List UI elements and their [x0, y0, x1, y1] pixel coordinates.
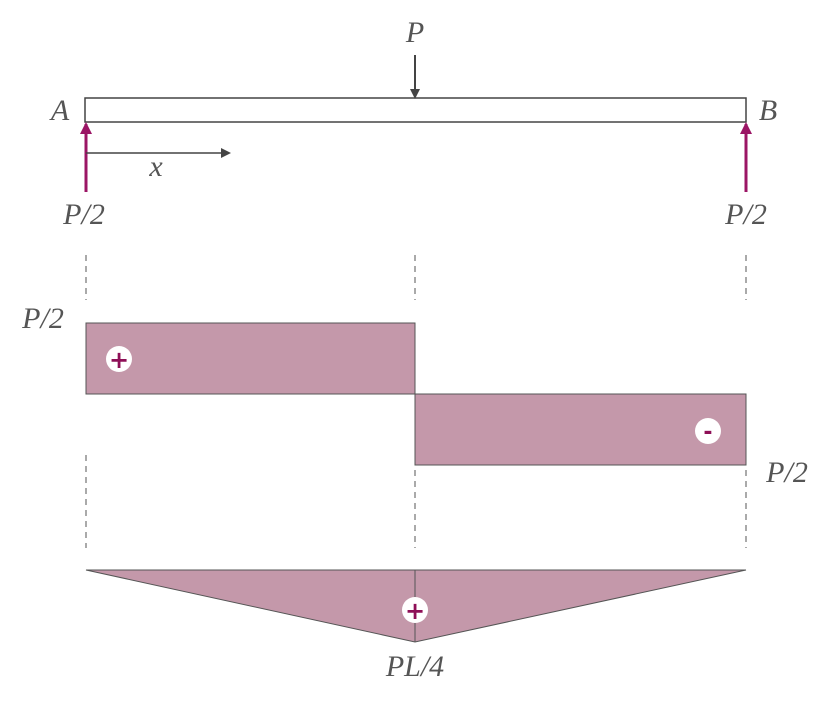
- beam: [84, 97, 747, 123]
- shear-top-label: P/2: [21, 302, 64, 335]
- shear-positive-region: [85, 322, 416, 395]
- support-label-a: A: [49, 94, 70, 127]
- plus-sign-icon: +: [106, 346, 132, 374]
- load-label: P: [405, 16, 424, 49]
- shear-bottom-label: P/2: [765, 456, 808, 489]
- reaction-label-left: P/2: [62, 198, 105, 231]
- moment-positive-sign: +: [405, 597, 425, 625]
- moment-max-label: PL/4: [385, 650, 444, 683]
- shear-negative-region: [414, 393, 747, 466]
- shear-positive-sign: +: [109, 346, 129, 374]
- x-coordinate-label: x: [148, 150, 163, 183]
- reaction-label-right: P/2: [724, 198, 767, 231]
- minus-sign-icon: -: [695, 418, 721, 445]
- support-label-b: B: [759, 94, 777, 127]
- shear-negative-sign: -: [703, 420, 712, 445]
- plus-sign-icon: +: [402, 597, 428, 625]
